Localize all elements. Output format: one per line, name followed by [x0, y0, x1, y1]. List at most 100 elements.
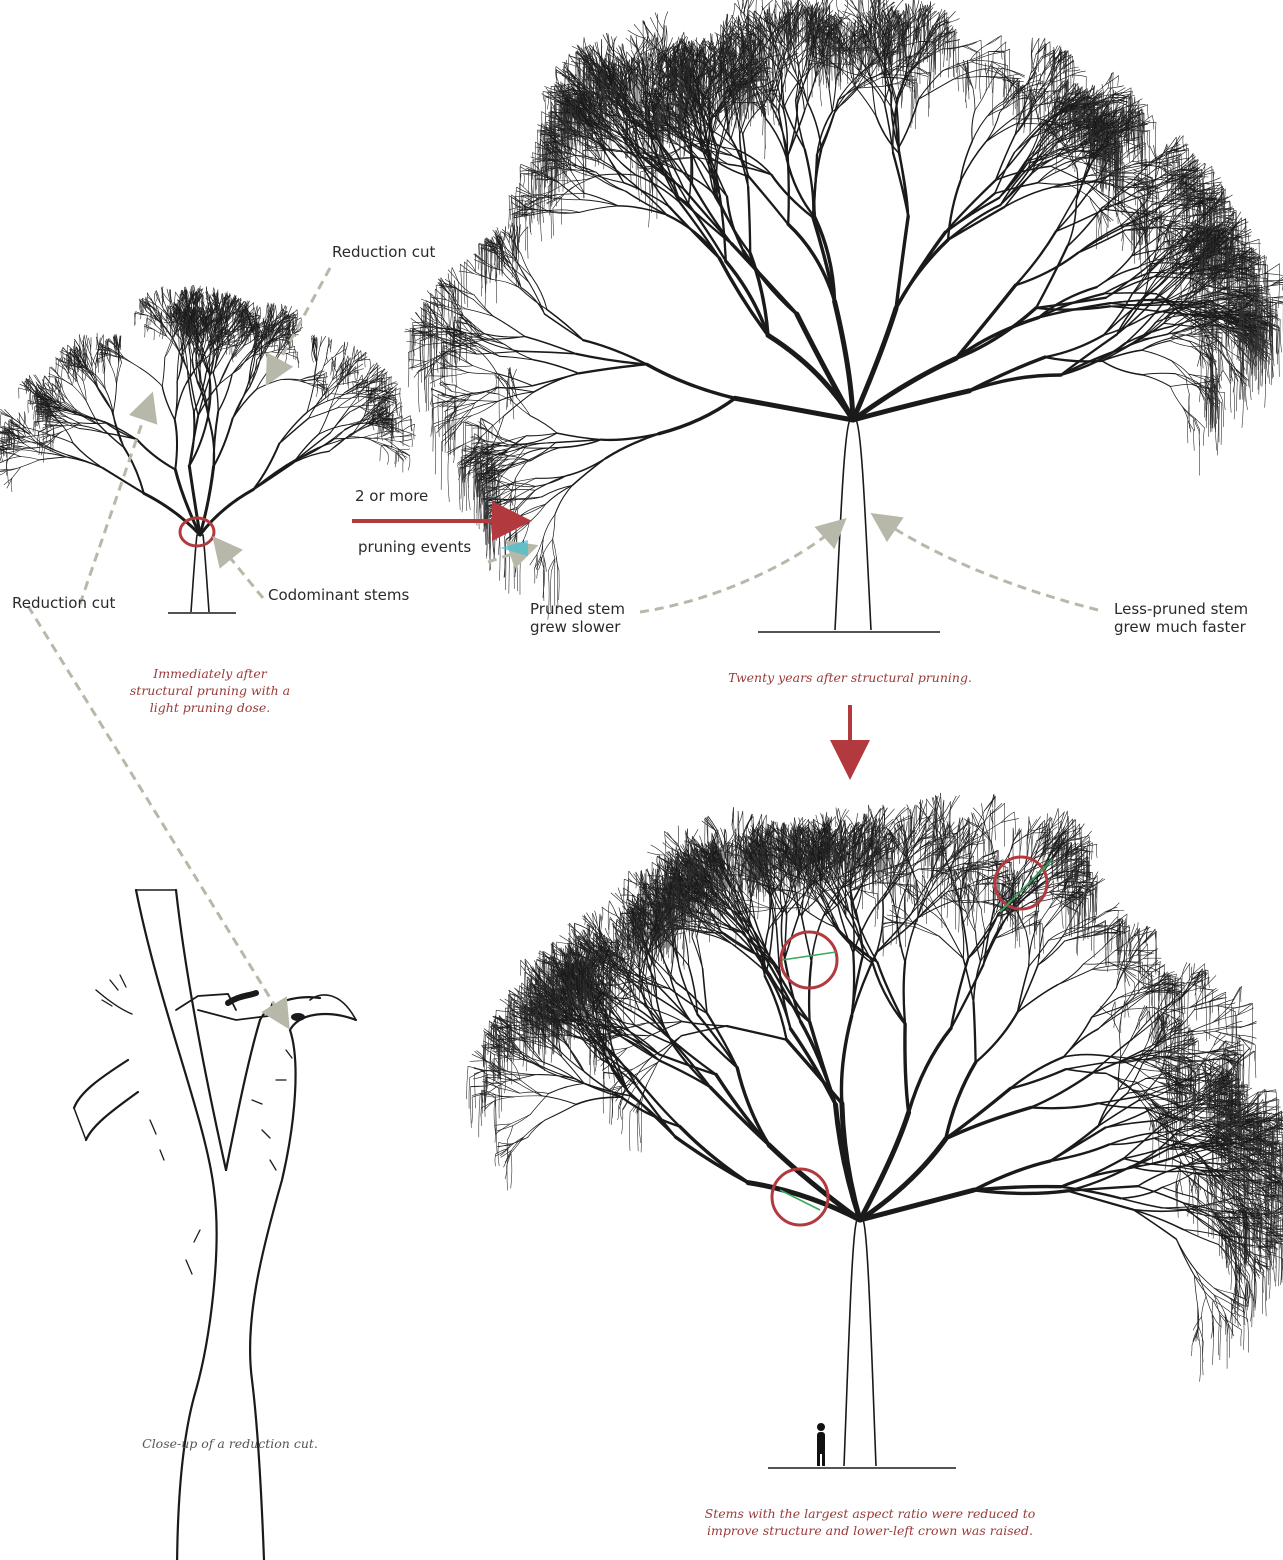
tree-branch — [73, 385, 87, 401]
tree-branch — [350, 427, 368, 437]
tree-branch — [6, 467, 21, 470]
hanging-twig — [856, 50, 857, 62]
tree-branch — [788, 156, 789, 224]
tree-branch — [399, 449, 410, 450]
tree-branch — [382, 432, 391, 436]
hanging-twig — [33, 422, 34, 432]
hanging-twig — [161, 287, 162, 298]
hanging-twig — [62, 365, 63, 377]
tree-branch — [279, 412, 307, 443]
tree-branch — [175, 420, 177, 470]
tree-branch — [280, 338, 289, 340]
tree-branch — [48, 377, 59, 379]
hanging-twig — [96, 337, 97, 350]
hanging-twig — [399, 403, 400, 417]
tree-branch — [336, 345, 343, 355]
hanging-twig — [649, 180, 650, 227]
tree-branch — [393, 427, 403, 433]
tree-branch — [88, 338, 90, 350]
tree-branch — [253, 444, 279, 490]
hanging-twig — [37, 415, 38, 426]
tree-branch — [650, 18, 658, 33]
hanging-twig — [329, 337, 330, 348]
tree-trunk — [835, 420, 871, 630]
tree-branch — [86, 401, 99, 425]
hanging-twig — [19, 413, 20, 428]
hanging-twig — [391, 377, 393, 389]
tree-branch — [50, 431, 62, 435]
tree-branch — [111, 365, 117, 385]
tree-branch — [137, 440, 175, 470]
tree-branch — [400, 439, 412, 441]
tree-branch — [384, 382, 396, 387]
hanging-twig — [285, 353, 286, 364]
tree-branch — [213, 373, 218, 411]
tree-branch — [68, 417, 82, 426]
tree-branch — [113, 385, 116, 413]
tree-branch — [98, 388, 113, 413]
hanging-twig — [356, 371, 358, 383]
tree-branch — [64, 419, 80, 428]
hanging-twig — [295, 350, 296, 360]
tree-branch — [749, 177, 788, 225]
hanging-twig — [0, 413, 1, 428]
hanging-twig — [11, 478, 12, 492]
hanging-twig — [400, 388, 402, 404]
tree-branch — [162, 357, 165, 386]
twenty-year-tree-illustration — [405, 0, 1283, 630]
hanging-twig — [369, 359, 370, 371]
hanging-twig — [62, 348, 63, 360]
hanging-twig — [150, 310, 151, 326]
tree-branch — [40, 435, 50, 437]
hanging-twig — [917, 83, 918, 98]
tree-branch — [403, 424, 415, 431]
tree-branch — [21, 457, 40, 460]
tree-branch — [102, 468, 143, 494]
tree-branch — [279, 337, 289, 338]
young-tree-illustration — [0, 285, 415, 612]
tree-branch — [219, 359, 231, 384]
hanging-twig — [312, 338, 313, 351]
hanging-twig — [366, 383, 367, 396]
tree-branch — [761, 0, 762, 10]
tree-branch — [80, 423, 107, 424]
tree-branch — [162, 386, 175, 420]
tree-branch — [735, 3, 745, 15]
hanging-twig — [836, 0, 838, 11]
tree-branch — [333, 372, 343, 380]
hanging-twig — [325, 372, 326, 383]
hanging-twig — [316, 384, 318, 397]
tree-branch — [42, 447, 66, 457]
tree-branch — [655, 13, 663, 30]
tree-branch — [165, 337, 173, 357]
tree-branch — [66, 457, 102, 468]
tree-branch — [400, 442, 410, 447]
tree-branch — [393, 418, 403, 419]
tree-branch — [287, 353, 297, 357]
hanging-twig — [411, 435, 412, 448]
hanging-twig — [395, 388, 396, 400]
tree-branch — [141, 368, 163, 386]
hanging-twig — [34, 406, 35, 420]
tree-branch — [788, 105, 798, 156]
tree-branch — [155, 291, 160, 303]
tree-branch — [279, 418, 308, 443]
hanging-twig — [44, 447, 45, 462]
hanging-twig — [408, 456, 410, 471]
tree-branch — [21, 460, 40, 467]
tree-branch — [748, 0, 758, 10]
tree-branch — [917, 67, 930, 76]
hanging-twig — [56, 359, 57, 371]
hanging-twig — [224, 326, 225, 338]
hanging-twig — [414, 424, 415, 439]
tree-branch — [328, 337, 329, 350]
tree-branch — [330, 393, 344, 409]
hanging-twig — [254, 308, 255, 319]
tree-branch — [331, 393, 352, 394]
tree-branch — [307, 394, 331, 413]
hanging-twig — [49, 367, 50, 383]
tree-branch — [144, 326, 154, 329]
hanging-twig — [32, 396, 33, 410]
hanging-twig — [257, 306, 259, 319]
